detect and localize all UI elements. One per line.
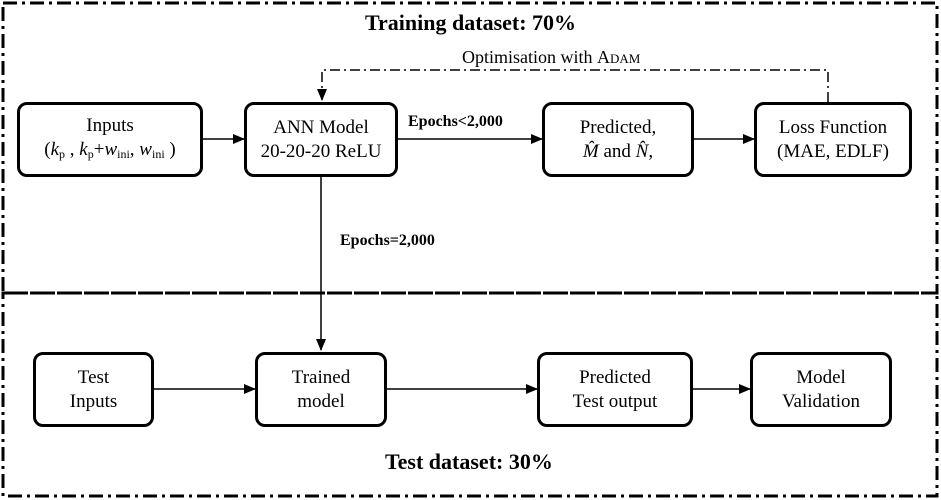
optimisation-label-text: Optimisation with bbox=[462, 47, 597, 67]
formula-k2: k bbox=[79, 138, 88, 160]
trained-model-line1: Trained bbox=[291, 366, 351, 388]
model-validation-line2: Validation bbox=[781, 390, 861, 412]
predicted-n: N̂ bbox=[635, 140, 649, 162]
predicted-title: Predicted, bbox=[579, 116, 657, 138]
test-section-frame bbox=[1, 291, 939, 498]
training-section-frame bbox=[1, 1, 939, 295]
inputs-node-formula: (kp , kp+wini, wini ) bbox=[44, 138, 176, 161]
epochs-lt-label: Epochs<2,000 bbox=[408, 113, 503, 130]
trained-model-line2: model bbox=[297, 390, 345, 412]
ann-model-architecture: 20-20-20 ReLU bbox=[260, 140, 382, 162]
loss-function-metrics: (MAE, EDLF) bbox=[777, 140, 889, 162]
formula-ini2: ini bbox=[151, 146, 165, 161]
ann-model-node: ANN Model 20-20-20 ReLU bbox=[244, 102, 398, 177]
predicted-test-line2: Test output bbox=[572, 390, 658, 412]
model-validation-node: Model Validation bbox=[750, 352, 892, 427]
test-inputs-line2: Inputs bbox=[69, 390, 118, 412]
formula-p2: p bbox=[87, 146, 94, 161]
training-dataset-title: Training dataset: 70% bbox=[365, 10, 577, 35]
loss-function-node: Loss Function (MAE, EDLF) bbox=[754, 102, 912, 177]
predicted-test-line1: Predicted bbox=[579, 366, 651, 388]
formula-p: p bbox=[59, 146, 66, 161]
ann-model-title: ANN Model bbox=[273, 116, 369, 138]
inputs-node: Inputs (kp , kp+wini, wini ) bbox=[17, 102, 203, 177]
predicted-m: M̂ bbox=[582, 140, 599, 162]
predicted-and: and bbox=[598, 140, 636, 162]
optimisation-loop-path bbox=[317, 69, 829, 102]
test-inputs-node: Test Inputs bbox=[33, 352, 154, 427]
inputs-node-title: Inputs bbox=[86, 114, 134, 136]
predicted-node: Predicted, M̂ and N̂, bbox=[542, 102, 694, 177]
formula-k: k bbox=[50, 138, 60, 160]
test-dataset-title: Test dataset: 30% bbox=[385, 449, 553, 474]
formula-w: w bbox=[104, 138, 118, 160]
loss-function-title: Loss Function bbox=[778, 116, 888, 138]
optimisation-label: Optimisation with Adam bbox=[462, 47, 640, 68]
predicted-test-node: Predicted Test output bbox=[537, 352, 693, 427]
test-inputs-line1: Test bbox=[77, 366, 110, 388]
formula-w2: w bbox=[139, 138, 152, 160]
predicted-outputs: M̂ and N̂, bbox=[583, 140, 653, 164]
trained-model-node: Trained model bbox=[255, 352, 387, 427]
optimisation-method: Adam bbox=[597, 47, 641, 67]
model-validation-line1: Model bbox=[796, 366, 846, 388]
epochs-eq-label: Epochs=2,000 bbox=[340, 232, 435, 249]
predicted-comma: , bbox=[648, 140, 654, 162]
formula-ini: ini bbox=[117, 146, 130, 161]
